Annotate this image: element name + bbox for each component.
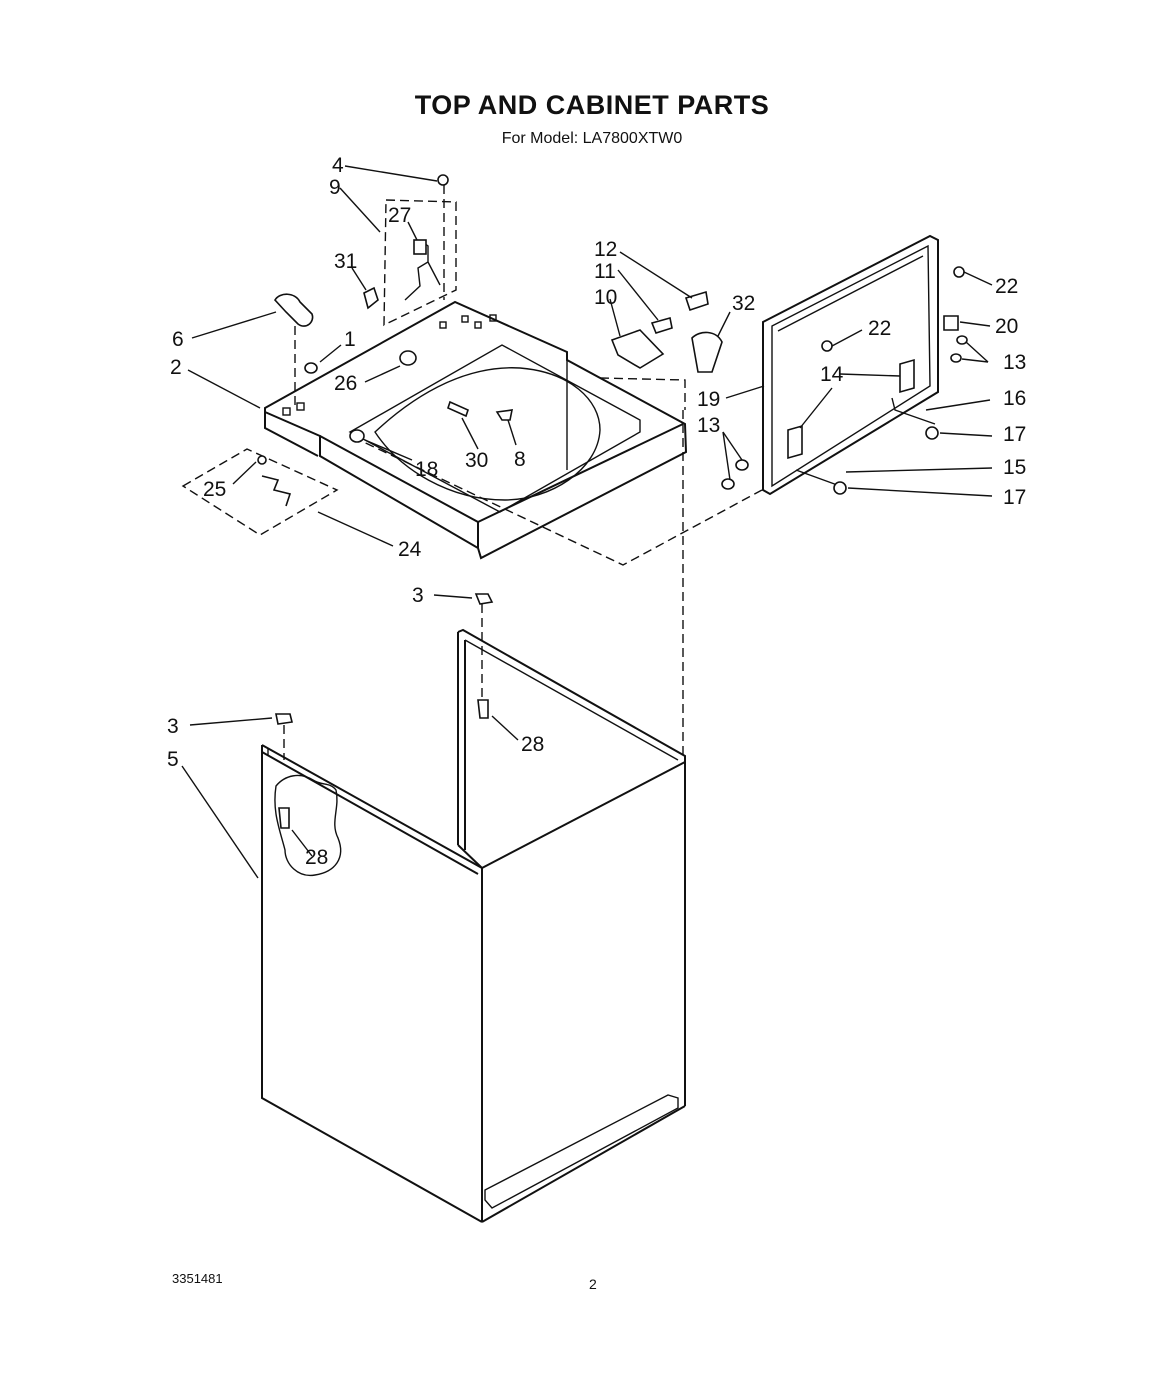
screw-part-13a <box>956 335 968 345</box>
callout-17b: 17 <box>1003 486 1026 509</box>
callout-17a: 17 <box>1003 423 1026 446</box>
callout-30: 30 <box>465 449 488 472</box>
screw-part-13c <box>735 459 749 471</box>
hinge-part-14a <box>899 358 915 394</box>
bumper-part-22b <box>953 266 965 278</box>
callout-12: 12 <box>594 238 617 261</box>
callout-3a: 3 <box>412 584 424 607</box>
callout-3b: 3 <box>167 715 179 738</box>
part-12 <box>684 290 709 312</box>
model-subtitle: For Model: LA7800XTW0 <box>501 130 683 147</box>
latch-part-30 <box>447 400 469 418</box>
nut-part-1 <box>304 362 318 374</box>
hinge-part-6 <box>273 293 314 327</box>
assembly-lines <box>181 185 763 760</box>
callout-19: 19 <box>697 388 720 411</box>
callout-15: 15 <box>1003 456 1026 479</box>
screw-part-4 <box>437 174 449 186</box>
bumper-part-26 <box>399 350 417 366</box>
callout-14: 14 <box>820 363 844 386</box>
callout-27: 27 <box>388 204 411 227</box>
cap-part-17b <box>833 481 847 495</box>
callout-22a: 22 <box>995 275 1018 298</box>
dispenser-part-10 <box>610 329 665 369</box>
connector-part-27 <box>413 239 427 255</box>
part-25-bracket <box>261 475 292 507</box>
callout-9: 9 <box>329 176 341 199</box>
screw-part-8 <box>495 409 514 421</box>
bumper-part-22a <box>821 340 833 352</box>
callout-24: 24 <box>398 538 422 561</box>
callout-11: 11 <box>594 260 616 283</box>
callout-13b: 13 <box>697 414 720 437</box>
hinge-part-14b <box>787 424 803 460</box>
clip-part-3a <box>474 593 494 605</box>
rod-part-16 <box>891 397 936 425</box>
lid <box>762 234 939 496</box>
callout-22b: 22 <box>868 317 891 340</box>
callout-26: 26 <box>334 372 357 395</box>
callout-labels: 4 9 27 31 6 1 2 26 30 8 18 25 24 12 11 1… <box>167 154 1026 869</box>
callout-32: 32 <box>732 292 755 315</box>
callout-4: 4 <box>332 154 344 177</box>
cabinet <box>261 628 686 1223</box>
callout-13a: 13 <box>1003 351 1026 374</box>
part-25-screw <box>257 455 267 465</box>
callout-1: 1 <box>344 328 356 351</box>
callout-5: 5 <box>167 748 179 771</box>
page-title: TOP AND CABINET PARTS <box>414 90 770 120</box>
top-panel <box>264 300 688 560</box>
screw-part-28b <box>278 807 290 829</box>
callout-10: 10 <box>594 286 617 309</box>
callout-18: 18 <box>415 458 438 481</box>
cap-part-17a <box>925 426 939 440</box>
screw-part-13d <box>721 478 735 490</box>
callout-16: 16 <box>1003 387 1026 410</box>
callout-2: 2 <box>170 356 182 379</box>
document-number: 3351481 <box>172 1271 223 1286</box>
callout-20: 20 <box>995 315 1018 338</box>
callout-8: 8 <box>514 448 526 471</box>
callout-25: 25 <box>203 478 226 501</box>
callout-28b: 28 <box>305 846 328 869</box>
cup-part-32 <box>691 331 723 373</box>
small-parts <box>257 174 968 829</box>
switch-part-18 <box>349 429 365 443</box>
callout-28a: 28 <box>521 733 544 756</box>
rod-part-15 <box>795 469 841 487</box>
screw-part-13b <box>950 353 962 363</box>
leader-lines <box>181 165 993 879</box>
part-11 <box>650 316 673 334</box>
page-number: 2 <box>589 1276 597 1292</box>
screw-part-28a <box>477 699 489 719</box>
clip-part-3b <box>275 713 293 725</box>
callout-31: 31 <box>334 250 357 273</box>
callout-6: 6 <box>172 328 184 351</box>
part-20 <box>943 315 959 331</box>
clip-part-31 <box>363 286 379 310</box>
